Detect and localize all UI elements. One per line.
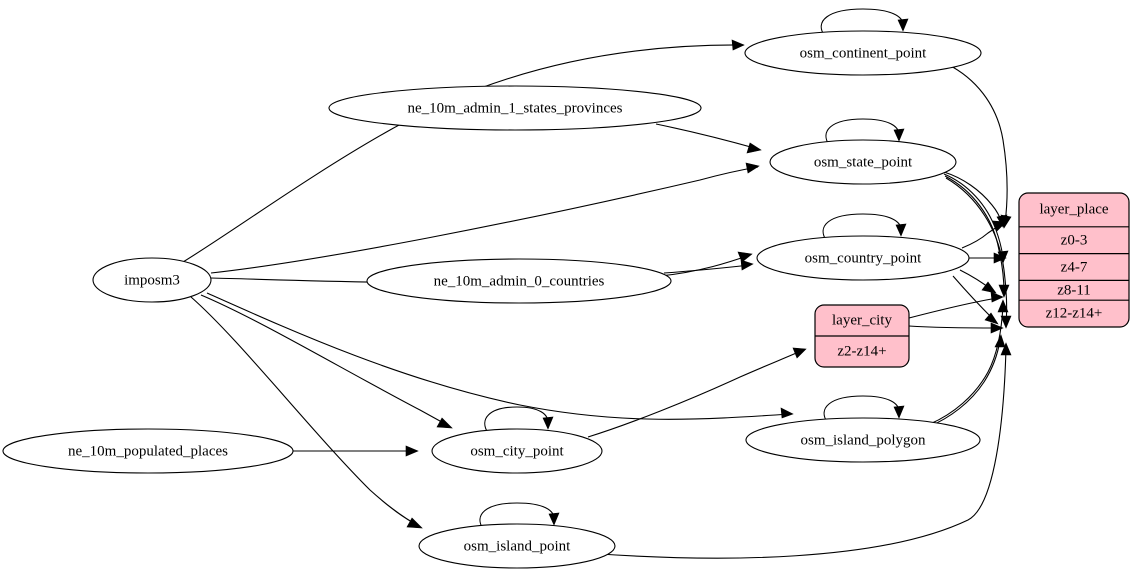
record-node-layer-place[interactable]: layer_place z0-3 z4-7 z8-11 z12-z14+ <box>1018 192 1130 328</box>
edge-osm-island-polygon-to-layer-place-z8-11 <box>929 299 1009 425</box>
node-osm-city-point[interactable]: osm_city_point <box>431 428 603 474</box>
node-osm-continent-point[interactable]: osm_continent_point <box>744 30 982 76</box>
node-osm-island-point[interactable]: osm_island_point <box>418 523 616 569</box>
edge-ne-populated-to-osm-city-point <box>293 445 419 457</box>
edge-osm-country-point-to-layer-place-z0-3 <box>961 220 1007 249</box>
edge-imposm3-to-osm-island-point <box>190 296 423 529</box>
node-ne-10m-populated-places[interactable]: ne_10m_populated_places <box>2 428 294 474</box>
edge-osm-state-point-to-layer-place-z0-3 <box>943 171 1008 228</box>
node-ne-10m-admin-0-countries[interactable]: ne_10m_admin_0_countries <box>366 258 672 304</box>
edge-layer-city-to-layer-place-z12-z14 <box>908 322 1004 334</box>
edge-osm-continent-point-to-layer-place-z0-3 <box>946 63 1012 229</box>
edge-osm-state-point-to-layer-place-z8-11 <box>944 175 1010 298</box>
edge-imposm3-to-osm-state-point <box>210 162 760 274</box>
edge-osm-country-point-self-loop <box>822 213 907 241</box>
node-osm-island-polygon[interactable]: osm_island_polygon <box>745 417 981 463</box>
node-osm-country-point[interactable]: osm_country_point <box>756 235 970 281</box>
edge-layer <box>182 8 1012 559</box>
edge-osm-island-point-self-loop <box>479 502 560 530</box>
edge-osm-city-point-self-loop <box>484 406 554 434</box>
edge-osm-country-point-to-layer-place-z8-11 <box>959 269 997 294</box>
node-layer: imposm3 ne_10m_admin_1_states_provinces … <box>2 30 982 569</box>
edge-osm-island-point-to-layer-place-z12-z14 <box>599 342 1012 559</box>
edge-osm-continent-point-self-loop <box>820 8 909 36</box>
edge-ne-states-to-osm-state-point <box>655 123 762 154</box>
edge-imposm3-to-osm-city-point <box>200 294 453 429</box>
node-osm-state-point[interactable]: osm_state_point <box>769 139 957 185</box>
edge-osm-country-point-to-layer-place-z4-7 <box>969 252 1007 264</box>
edge-osm-city-point-to-layer-city <box>587 347 807 438</box>
edge-osm-island-polygon-to-layer-place-z12-z14 <box>927 334 1006 428</box>
node-imposm3[interactable]: imposm3 <box>92 257 212 303</box>
record-node-layer-city[interactable]: layer_city z2-z14+ <box>814 304 910 368</box>
edge-imposm3-to-osm-island-polygon <box>206 292 794 420</box>
edge-osm-country-point-to-layer-place-z12-z14 <box>952 275 999 325</box>
node-ne-10m-admin-1-states-provinces[interactable]: ne_10m_admin_1_states_provinces <box>328 85 702 131</box>
edge-osm-state-point-self-loop <box>825 118 905 146</box>
edge-osm-island-polygon-self-loop <box>823 395 905 423</box>
edge-imposm3-to-osm-continent-point <box>182 39 745 263</box>
edge-ne-countries-to-osm-country-point <box>663 259 754 274</box>
edge-layer-city-to-layer-place-z8-11 <box>908 291 1004 319</box>
